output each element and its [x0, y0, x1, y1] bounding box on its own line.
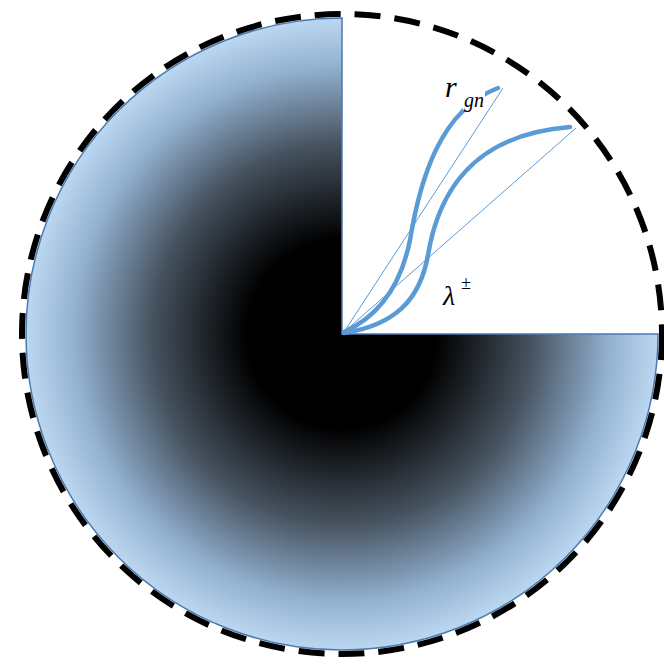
chord-line	[344, 128, 576, 332]
symbol-label: r	[444, 72, 458, 102]
shaded-disk	[26, 18, 658, 650]
symbol-label: λ	[442, 282, 456, 310]
subscript-label: gn	[463, 90, 485, 110]
s-curve	[344, 88, 498, 332]
dashed-boundary	[22, 14, 662, 654]
superscript-label: ±	[460, 274, 472, 292]
s-curve	[344, 127, 570, 333]
chord-line	[344, 88, 503, 332]
